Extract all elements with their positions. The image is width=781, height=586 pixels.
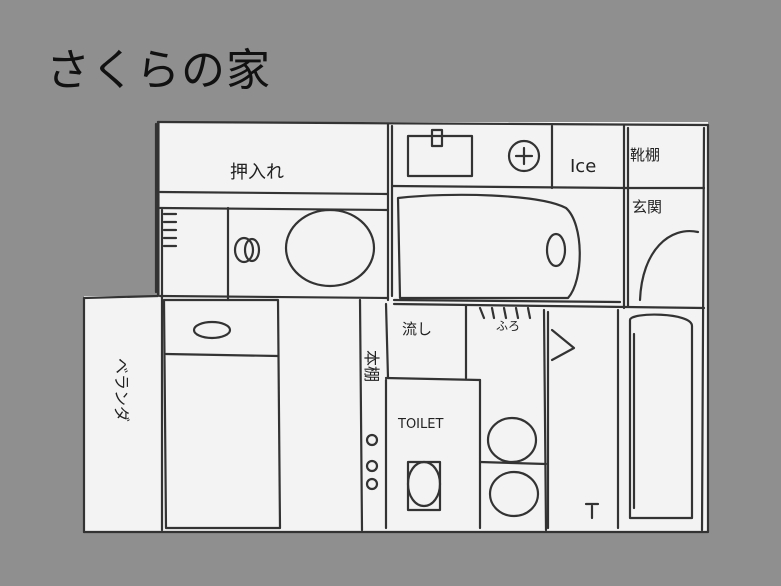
page-title: さくらの家	[46, 45, 271, 96]
room-label-toilet: TOILET	[397, 417, 443, 432]
room-label-bath: ふろ	[496, 319, 520, 333]
room-label-veranda: ベランダ	[112, 358, 131, 422]
room-label-ice: Ice	[570, 156, 596, 177]
room-label-sink: 流し	[402, 320, 432, 338]
room-label-bookshelf: 本棚	[362, 350, 381, 382]
room-label-entrance: 玄関	[632, 198, 662, 216]
room-label-closet: 押入れ	[230, 162, 284, 183]
room-label-shoe-shelf: 靴棚	[630, 146, 660, 164]
